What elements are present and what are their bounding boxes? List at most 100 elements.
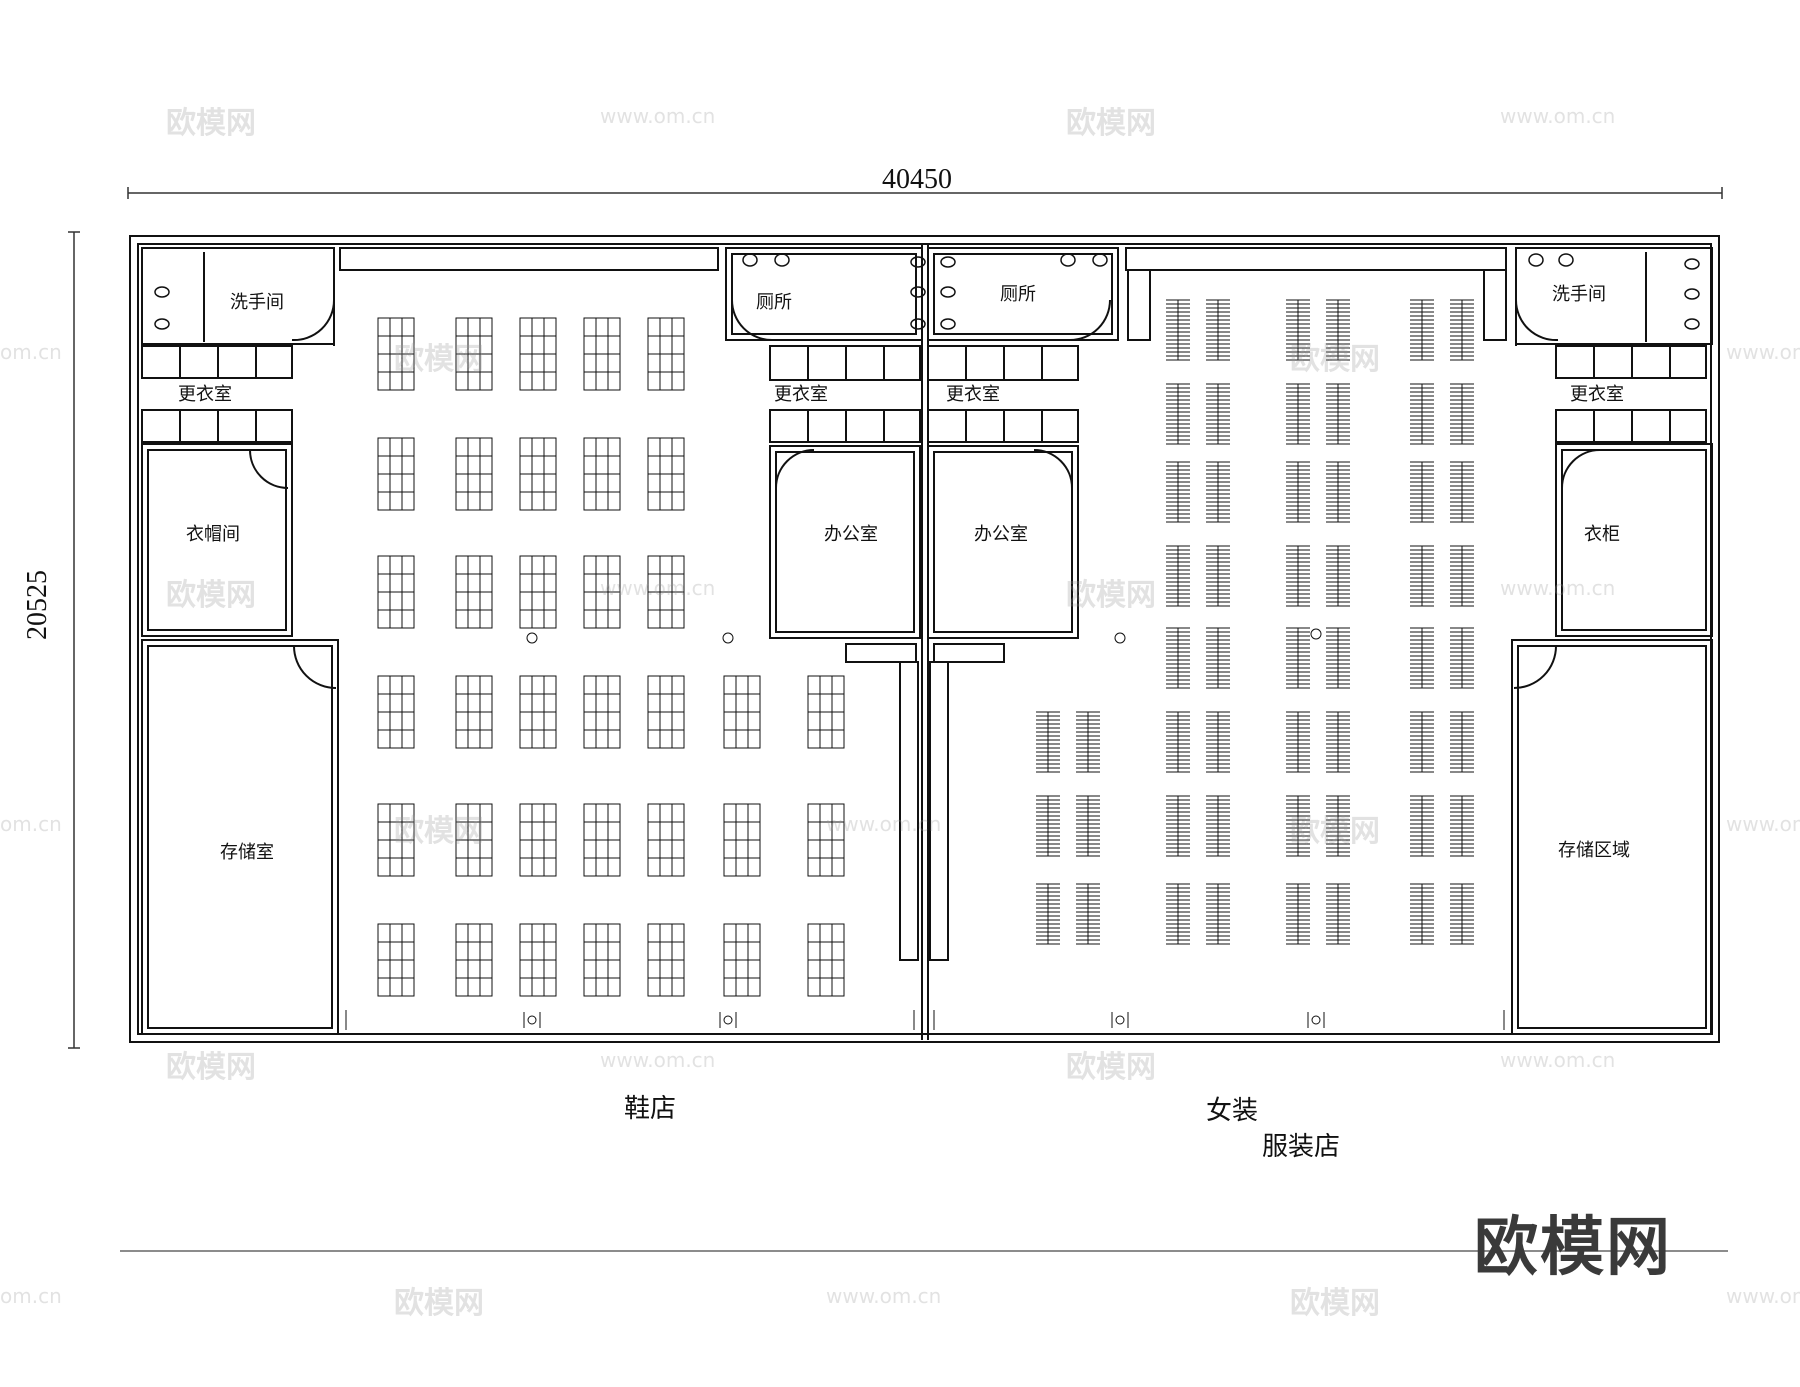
- room-label-toilet-right: 厕所: [1000, 284, 1036, 305]
- clothing-rack: [1206, 461, 1230, 523]
- watermark-brand: 欧模网: [1290, 814, 1380, 849]
- clothing-rack: [1410, 795, 1434, 857]
- shoe-shelf: [807, 803, 845, 877]
- clothing-rack: [1166, 627, 1190, 689]
- watermark-url: www.om.cn: [600, 1048, 716, 1072]
- shoe-shelf: [377, 437, 415, 511]
- shoe-shelf: [647, 317, 685, 391]
- room-label-storage-area: 存储区域: [1558, 840, 1630, 861]
- shoe-shelf: [455, 437, 493, 511]
- watermark-url: www.om.cn: [826, 1284, 942, 1308]
- clothing-rack: [1286, 461, 1310, 523]
- shoe-shelf: [583, 923, 621, 997]
- shoe-shelf: [583, 555, 621, 629]
- clothing-rack: [1410, 883, 1434, 945]
- clothing-rack: [1076, 883, 1100, 945]
- clothing-rack: [1326, 883, 1350, 945]
- watermark-brand: 欧模网: [1066, 578, 1156, 613]
- dimension-lines: [68, 187, 1728, 1252]
- clothing-rack: [1326, 299, 1350, 361]
- clothing-rack: [1410, 461, 1434, 523]
- watermark-url: www.om.cn: [1726, 1284, 1800, 1308]
- clothing-rack: [1166, 711, 1190, 773]
- store-label-womens-wear: 女装: [1206, 1096, 1259, 1126]
- clothing-rack: [1166, 795, 1190, 857]
- clothing-rack: [1450, 627, 1474, 689]
- watermark-brand: 欧模网: [1066, 106, 1156, 141]
- room-label-changing-2: 更衣室: [774, 384, 828, 405]
- watermark-url: www.om.cn: [600, 104, 716, 128]
- shoe-shelf: [647, 923, 685, 997]
- clothing-rack: [1450, 795, 1474, 857]
- room-label-office-left: 办公室: [824, 524, 878, 545]
- clothing-rack: [1076, 795, 1100, 857]
- clothing-rack: [1410, 545, 1434, 607]
- column-marker: [1310, 628, 1322, 640]
- room-label-washroom-right: 洗手间: [1552, 284, 1606, 305]
- watermark-brand: 欧模网: [1290, 1286, 1380, 1321]
- clothing-rack: [1410, 627, 1434, 689]
- clothing-rack: [1286, 299, 1310, 361]
- shoe-shelf: [723, 803, 761, 877]
- watermark-url: om.cn: [0, 1284, 62, 1308]
- entrance-marker: [1307, 1012, 1325, 1028]
- watermark-brand: 欧模网: [394, 814, 484, 849]
- shoe-shelf: [377, 317, 415, 391]
- shoe-shelf: [455, 675, 493, 749]
- shoe-shelf: [519, 555, 557, 629]
- shoe-shelf: [377, 803, 415, 877]
- watermark-url: www.om.cn: [1500, 1048, 1616, 1072]
- right-rooms: [1125, 247, 1713, 1035]
- shoe-shelf: [723, 675, 761, 749]
- clothing-rack: [1076, 711, 1100, 773]
- watermark-brand: 欧模网: [394, 342, 484, 377]
- shoe-shelf: [647, 437, 685, 511]
- shoe-shelf: [455, 803, 493, 877]
- clothing-rack: [1450, 883, 1474, 945]
- watermark-url: om.cn: [0, 340, 62, 364]
- clothing-rack: [1326, 627, 1350, 689]
- watermark-brand: 欧模网: [166, 1050, 256, 1085]
- shoe-shelf: [583, 803, 621, 877]
- left-rooms: [141, 247, 339, 1035]
- clothing-rack: [1286, 795, 1310, 857]
- clothing-rack: [1036, 711, 1060, 773]
- room-label-changing-4: 更衣室: [1570, 384, 1624, 405]
- central-walls: [339, 244, 1119, 1040]
- watermark-brand: 欧模网: [166, 578, 256, 613]
- column-marker: [1114, 632, 1126, 644]
- clothing-rack: [1326, 545, 1350, 607]
- clothing-rack: [1166, 545, 1190, 607]
- store-label-shoe: 鞋店: [624, 1094, 677, 1124]
- clothing-rack: [1410, 711, 1434, 773]
- watermark-url: www.om.cn: [826, 812, 942, 836]
- column-marker: [722, 632, 734, 644]
- shoe-shelf: [519, 437, 557, 511]
- clothing-rack: [1326, 383, 1350, 445]
- clothing-rack: [1286, 883, 1310, 945]
- clothing-rack: [1166, 299, 1190, 361]
- watermark-brand: 欧模网: [394, 1286, 484, 1321]
- shoe-shelf: [377, 923, 415, 997]
- clothing-rack: [1450, 461, 1474, 523]
- entrance-marker: [1111, 1012, 1129, 1028]
- watermark-url: www.om.cn: [1726, 340, 1800, 364]
- shoe-shelf: [807, 923, 845, 997]
- clothing-rack: [1286, 545, 1310, 607]
- clothing-rack: [1206, 299, 1230, 361]
- room-label-office-right: 办公室: [974, 524, 1028, 545]
- clothing-rack: [1286, 383, 1310, 445]
- clothing-rack: [1410, 383, 1434, 445]
- shoe-shelf: [647, 675, 685, 749]
- shoe-shelf: [583, 437, 621, 511]
- brand-logo: 欧模网: [1474, 1211, 1672, 1285]
- store-fixtures: [345, 299, 1505, 1030]
- clothing-rack: [1206, 383, 1230, 445]
- shoe-shelf: [583, 675, 621, 749]
- clothing-rack: [1206, 883, 1230, 945]
- watermark-url: www.om.cn: [1500, 576, 1616, 600]
- clothing-rack: [1166, 883, 1190, 945]
- room-label-hat-room: 衣帽间: [186, 524, 240, 545]
- room-label-changing-1: 更衣室: [178, 384, 232, 405]
